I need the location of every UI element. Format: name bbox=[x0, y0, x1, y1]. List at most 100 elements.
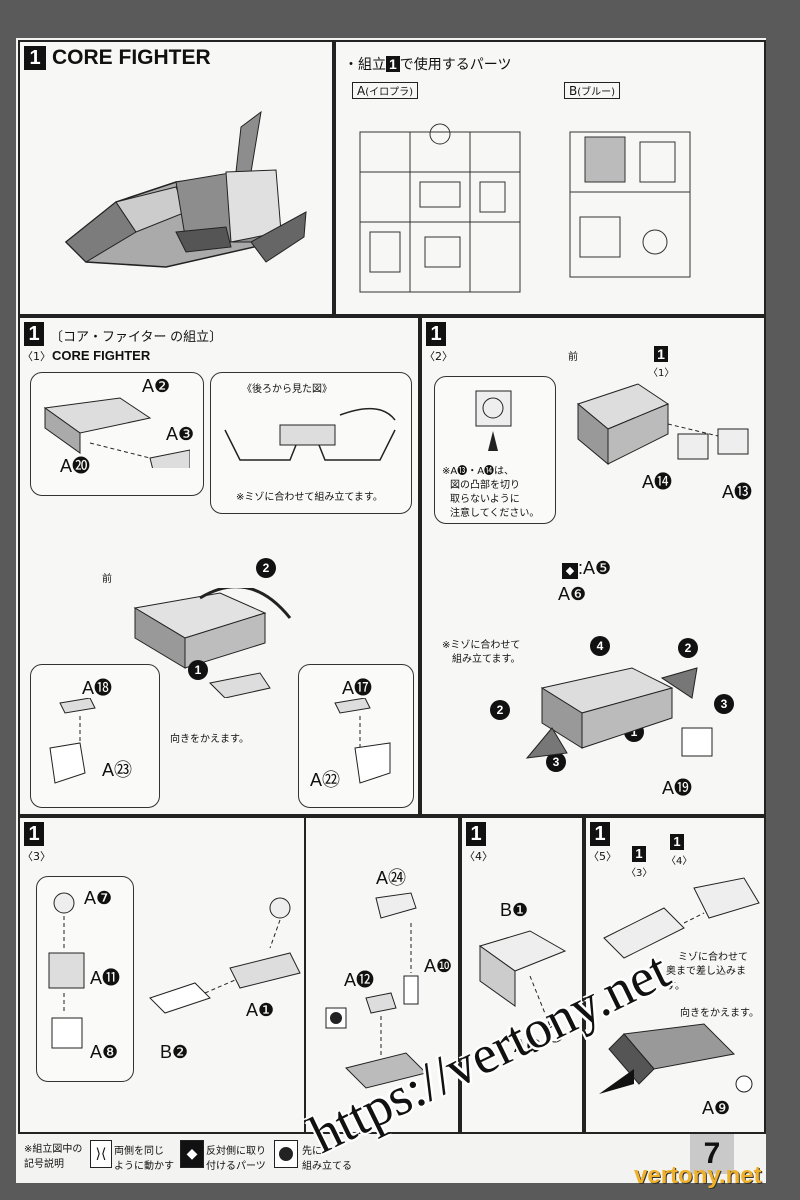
ref-step-3: 1 bbox=[632, 846, 646, 862]
step-number: 1 bbox=[590, 822, 610, 846]
step-number: 1 bbox=[24, 46, 46, 70]
step-number: 1 bbox=[24, 822, 44, 846]
legend-item-1: 両側を同じ ように動かす bbox=[114, 1142, 174, 1172]
core-fighter-final-illustration bbox=[599, 1023, 753, 1094]
b1-a4-illustration bbox=[478, 930, 567, 1043]
part-label-a6: A❻ bbox=[558, 584, 587, 604]
parts-header-prefix: ・組立 bbox=[344, 56, 386, 72]
insert-note-line-2: 奥まで差し込みます。 bbox=[666, 966, 746, 992]
parts-header-suffix: で使用するパーツ bbox=[399, 56, 512, 72]
part-label-a23: A㉓ bbox=[102, 756, 132, 782]
part-letter: A bbox=[102, 760, 115, 780]
part-label-a1: A❶ bbox=[246, 1000, 275, 1020]
caution-line-1: ※A⓭・A⓮は、 bbox=[442, 466, 515, 477]
part-label-a2: A❷ bbox=[142, 376, 170, 397]
groove-note-line-1: ※ミゾに合わせて bbox=[442, 640, 521, 651]
part-label-a20: A⓴ bbox=[60, 452, 90, 478]
step-1-2-panel: 1 〈2〉 前 1 〈1〉 ※A⓭・A⓮は、 図の凸部を切り 取らないように 注… bbox=[420, 316, 766, 816]
core-fighter-assembly-illustration bbox=[133, 588, 292, 698]
legend-item-3-line-1: 先に bbox=[302, 1146, 322, 1157]
front-label: 前 bbox=[568, 352, 578, 363]
part-letter: A bbox=[342, 678, 355, 698]
runner-b-tag: B(ブルー) bbox=[564, 82, 621, 99]
part-number: ❸ bbox=[178, 424, 195, 444]
mirror-icon: ◆ bbox=[562, 563, 578, 579]
part-letter: A bbox=[166, 424, 179, 444]
step-number: 1 bbox=[24, 322, 44, 346]
part-a13-closeup bbox=[475, 390, 512, 451]
ref-substep: 〈1〉 bbox=[648, 368, 675, 379]
ref-step-number: 1 bbox=[654, 346, 668, 362]
runner-b-diagram bbox=[569, 131, 691, 278]
site-footer: vertony.net bbox=[634, 1162, 762, 1189]
runner-b-note: (ブルー) bbox=[577, 87, 616, 98]
sub-assembly-box-lower-right bbox=[298, 664, 414, 808]
runner-b-letter: B bbox=[569, 84, 578, 98]
preassemble-icon bbox=[279, 1147, 293, 1161]
step-1-5-panel: 1 〈5〉 1 〈3〉 1 〈4〉 ミゾに合わせて 奥まで差し込みます。 向きを… bbox=[584, 816, 766, 1134]
substep-title-jp: 〔コア・ファイター の組立〕 bbox=[50, 329, 223, 344]
pilot-seat-illustration bbox=[48, 892, 85, 1049]
step-arrow-4: 4 bbox=[590, 636, 610, 656]
runner-a-tag: A(イロプラ) bbox=[352, 82, 419, 99]
section-title: CORE FIGHTER bbox=[52, 46, 211, 69]
step-number: 1 bbox=[466, 822, 486, 846]
part-label-a12: A⓬ bbox=[344, 970, 375, 990]
insert-note-line-1: ミゾに合わせて bbox=[678, 952, 748, 963]
back-view-illustration bbox=[224, 407, 396, 461]
turn-around-note: 向きをかえます。 bbox=[680, 1008, 759, 1019]
part-number: ⓱ bbox=[354, 678, 373, 698]
substep-title-en: CORE FIGHTER bbox=[52, 348, 151, 363]
sub-assembly-box-lower-left bbox=[30, 664, 160, 808]
part-label-a17: A⓱ bbox=[342, 674, 372, 700]
front-label: 前 bbox=[102, 574, 112, 585]
mirror-symbol-a5: ◆:A❺ bbox=[562, 558, 611, 579]
part-number: ❷ bbox=[154, 376, 171, 396]
legend-title-line-2: 記号説明 bbox=[24, 1159, 64, 1170]
legend-item-2-line-1: 反対側に取り bbox=[206, 1146, 266, 1157]
legend-symbol-preassemble bbox=[274, 1140, 298, 1168]
step-1-1-panel: 1 〈1〉 〔コア・ファイター の組立〕 CORE FIGHTER A❷ A❸ … bbox=[18, 316, 420, 816]
parts-a2-a3-illustration bbox=[43, 397, 190, 468]
substep-number: 〈4〉 bbox=[464, 850, 493, 863]
runner-a-diagram bbox=[359, 123, 521, 293]
runner-a-letter: A bbox=[357, 84, 366, 98]
part-letter: A bbox=[310, 770, 323, 790]
core-fighter-hero-panel: 1 CORE FIGHTER bbox=[18, 40, 334, 316]
step-arrow-2-right: 2 bbox=[678, 638, 698, 658]
back-view-label: 《後ろから見た図》 bbox=[242, 384, 332, 395]
divider bbox=[304, 818, 306, 1132]
legend-item-1-line-1: 両側を同じ bbox=[114, 1146, 164, 1157]
part-label-a24: A㉔ bbox=[376, 868, 407, 888]
part-label-a22: A㉒ bbox=[310, 766, 340, 792]
step-arrow-2-left: 2 bbox=[490, 700, 510, 720]
step-arrow-3-right: 3 bbox=[714, 694, 734, 714]
part-label-a7: A❼ bbox=[84, 888, 113, 908]
part-letter: A bbox=[82, 678, 95, 698]
part-label-a14: A⓮ bbox=[642, 472, 673, 492]
core-fighter-wing-assembly bbox=[525, 667, 713, 759]
core-block-with-thrusters bbox=[576, 383, 749, 466]
part-label-a9: A❾ bbox=[702, 1098, 731, 1118]
caution-line-4: 注意してください。 bbox=[450, 508, 540, 519]
step-number: 1 bbox=[426, 322, 446, 346]
legend-title: ※組立図中の 記号説明 bbox=[24, 1140, 82, 1170]
parts-a17-a22-illustration bbox=[334, 698, 391, 784]
legend-symbol-both-sides: ⟩⟨ bbox=[90, 1140, 112, 1168]
part-number: ⓴ bbox=[72, 456, 91, 476]
part-label-b2: B❷ bbox=[160, 1042, 189, 1062]
caution-line-3: 取らないように bbox=[450, 494, 520, 505]
cockpit-body-assembly bbox=[149, 897, 301, 1014]
parts-header-step: 1 bbox=[386, 56, 400, 72]
part-letter: A bbox=[142, 376, 155, 396]
part-label-a4: A❹ bbox=[514, 1036, 543, 1056]
part-label-a13: A⓭ bbox=[722, 482, 753, 502]
canopy-assembly-illustration bbox=[325, 892, 427, 1089]
groove-note-line-2: 組み立てます。 bbox=[452, 654, 521, 665]
part-label-a3: A❸ bbox=[166, 424, 194, 445]
legend-item-1-line-2: ように動かす bbox=[114, 1161, 174, 1172]
substep-number: 〈1〉 bbox=[22, 350, 51, 363]
substep-number: 〈5〉 bbox=[588, 850, 617, 863]
